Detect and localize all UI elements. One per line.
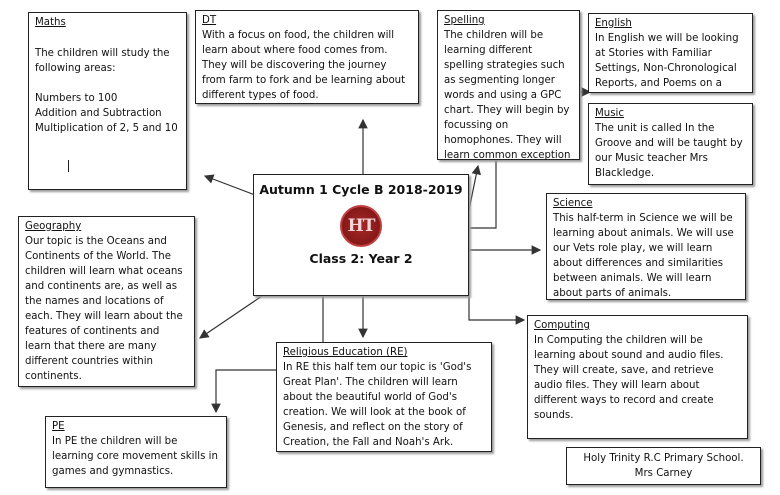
spelling-heading: Spelling: [444, 15, 485, 26]
teacher-name: Mrs Carney: [634, 468, 693, 479]
computing-body: In Computing the children will be learni…: [534, 335, 724, 421]
re-body: In RE this half tem our topic is 'God's …: [283, 362, 472, 448]
logo-mark: HT: [347, 216, 376, 236]
music-heading: Music: [595, 108, 624, 119]
page-title: Autumn 1 Cycle B 2018-2019: [259, 182, 463, 197]
spelling-box: Spelling The children will be learning d…: [437, 10, 580, 160]
geography-heading: Geography: [25, 221, 82, 232]
english-body: In English we will be looking at Stories…: [595, 33, 739, 89]
computing-heading: Computing: [534, 320, 590, 331]
dt-body: With a focus on food, the children will …: [202, 30, 406, 101]
maths-box: Maths The children will study the follow…: [28, 12, 187, 190]
school-logo: HT: [340, 205, 382, 247]
music-box: Music The unit is called In the Groove a…: [588, 103, 753, 185]
school-name: Holy Trinity R.C Primary School.: [583, 453, 744, 464]
science-body: This half-term in Science we will be lea…: [553, 213, 734, 299]
pe-body: In PE the children will be learning core…: [52, 436, 218, 477]
maths-body: The children will study the following ar…: [35, 48, 178, 134]
school-footer: Holy Trinity R.C Primary School. Mrs Car…: [566, 447, 761, 485]
re-heading: Religious Education (RE): [283, 347, 408, 358]
arrow-to-geography: [199, 295, 263, 339]
arrow-to-computing: [468, 296, 526, 325]
dt-heading: DT: [202, 15, 217, 26]
english-box: English In English we will be looking at…: [588, 13, 753, 93]
dt-box: DT With a focus on food, the children wi…: [195, 10, 419, 104]
re-box: Religious Education (RE) In RE this half…: [276, 342, 492, 452]
music-body: The unit is called In the Groove and wil…: [595, 123, 743, 179]
arrow-to-maths: [203, 174, 256, 196]
spelling-body: The children will be learning different …: [444, 30, 571, 160]
pe-heading: PE: [52, 421, 65, 432]
text-cursor: [68, 160, 69, 172]
science-box: Science This half-term in Science we wil…: [546, 193, 746, 300]
class-label: Class 2: Year 2: [309, 251, 413, 266]
maths-heading: Maths: [35, 17, 66, 28]
computing-box: Computing In Computing the children will…: [527, 315, 748, 439]
center-title-box: Autumn 1 Cycle B 2018-2019 HT Class 2: Y…: [253, 174, 469, 296]
science-heading: Science: [553, 198, 593, 209]
english-heading: English: [595, 18, 632, 29]
pe-box: PE In PE the children will be learning c…: [45, 416, 227, 488]
geography-box: Geography Our topic is the Oceans and Co…: [18, 216, 195, 387]
arrow-to-pe: [211, 296, 324, 414]
geography-body: Our topic is the Oceans and Continents o…: [25, 236, 183, 382]
arrow-line-spelling: [469, 160, 497, 229]
arrow-to-spelling: [468, 164, 482, 211]
